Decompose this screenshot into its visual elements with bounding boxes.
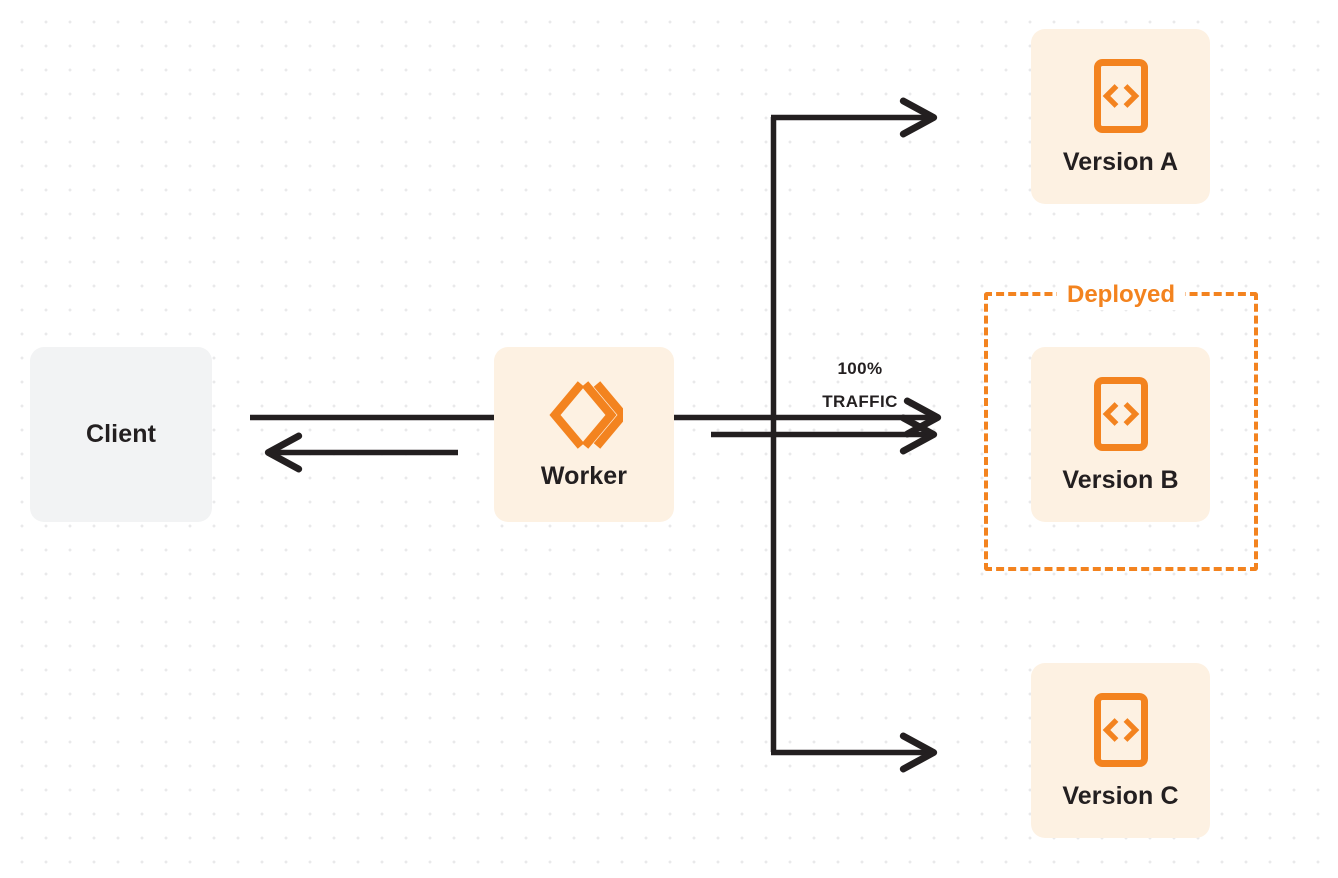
traffic-word: TRAFFIC: [822, 392, 898, 412]
node-version-b[interactable]: Version B: [1031, 347, 1210, 522]
code-file-icon: [1093, 58, 1149, 134]
node-version-a[interactable]: Version A: [1031, 29, 1210, 204]
code-file-icon: [1093, 376, 1149, 452]
node-version-c[interactable]: Version C: [1031, 663, 1210, 838]
node-client[interactable]: Client: [30, 347, 212, 522]
node-worker[interactable]: Worker: [494, 347, 674, 522]
node-client-label: Client: [85, 420, 157, 448]
deployed-group-label: Deployed: [1056, 280, 1186, 310]
deployed-group-boundary: Deployed: [984, 280, 1258, 571]
code-file-icon: [1093, 692, 1149, 768]
node-version-c-label: Version C: [1062, 782, 1179, 810]
traffic-percent-value: 100%: [837, 359, 883, 378]
node-version-a-label: Version A: [1062, 148, 1179, 176]
traffic-percentage-label: 100% TRAFFIC: [790, 352, 930, 418]
node-version-b-label: Version B: [1062, 466, 1179, 494]
node-worker-label: Worker: [540, 462, 628, 490]
cloudflare-workers-logo-icon: [545, 380, 629, 450]
